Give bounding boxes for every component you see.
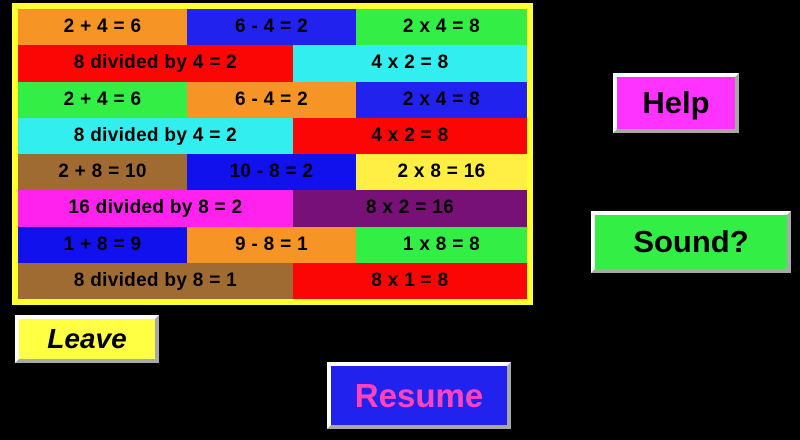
fact-cell[interactable]: 16 divided by 8 = 2: [18, 190, 293, 227]
fact-cell[interactable]: 2 + 4 = 6: [18, 9, 187, 46]
fact-cell[interactable]: 10 - 8 = 2: [186, 154, 356, 191]
sound-button[interactable]: Sound?: [591, 211, 791, 273]
fact-cell[interactable]: 9 - 8 = 1: [186, 226, 356, 263]
fact-cell[interactable]: 4 x 2 = 8: [292, 45, 527, 82]
fact-cell[interactable]: 2 x 4 = 8: [355, 9, 527, 46]
sound-button-label: Sound?: [633, 224, 749, 259]
leave-button[interactable]: Leave: [15, 315, 159, 363]
help-button-label: Help: [642, 85, 710, 120]
fact-cell[interactable]: 2 x 4 = 8: [355, 81, 527, 118]
resume-button[interactable]: Resume: [327, 362, 511, 429]
fact-cell[interactable]: 4 x 2 = 8: [292, 117, 527, 154]
leave-button-label: Leave: [47, 323, 127, 354]
fact-cell[interactable]: 6 - 4 = 2: [186, 9, 356, 46]
fact-cell[interactable]: 1 + 8 = 9: [18, 226, 187, 263]
fact-cell[interactable]: 8 divided by 4 = 2: [18, 117, 293, 154]
fact-cell[interactable]: 2 + 8 = 10: [18, 154, 187, 191]
fact-cell[interactable]: 6 - 4 = 2: [186, 81, 356, 118]
fact-cell[interactable]: 2 + 4 = 6: [18, 81, 187, 118]
fact-cell[interactable]: 8 x 1 = 8: [292, 262, 527, 299]
fact-cell[interactable]: 1 x 8 = 8: [355, 226, 527, 263]
resume-button-label: Resume: [354, 376, 484, 414]
fact-cell[interactable]: 2 x 8 = 16: [355, 154, 527, 191]
help-button[interactable]: Help: [613, 73, 739, 133]
fact-cell[interactable]: 8 divided by 8 = 1: [18, 262, 293, 299]
fact-cell[interactable]: 8 x 2 = 16: [292, 190, 527, 227]
fact-cell[interactable]: 8 divided by 4 = 2: [18, 45, 293, 82]
